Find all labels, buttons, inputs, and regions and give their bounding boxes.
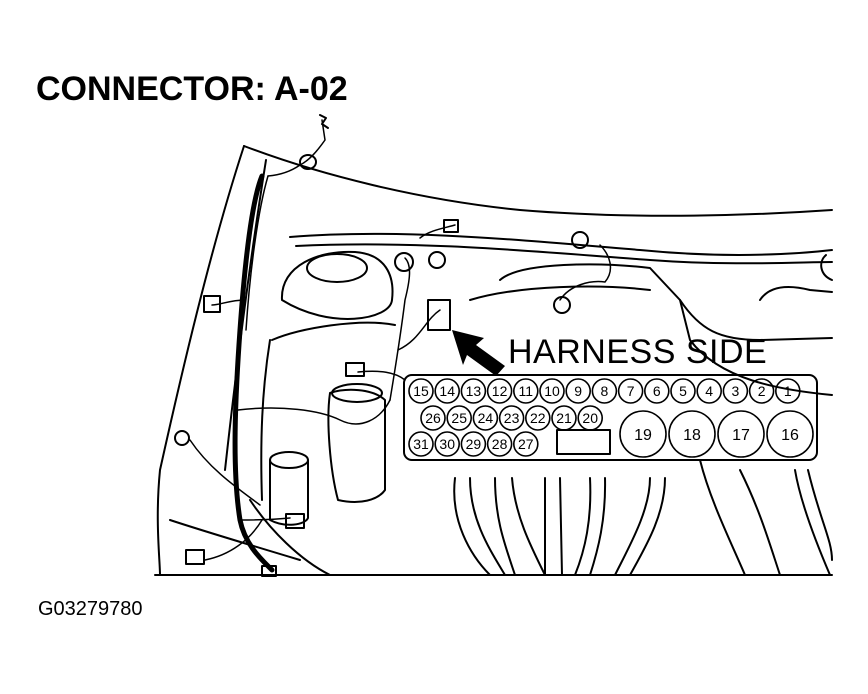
small-connectors	[174, 114, 589, 577]
connector-pin	[748, 378, 775, 404]
connector-pin-label: 8	[601, 383, 609, 399]
connector-pin	[486, 431, 513, 457]
connector-pin	[668, 410, 716, 458]
connector-center	[345, 362, 365, 377]
connector-pin	[434, 431, 461, 457]
connector-pin	[408, 431, 434, 457]
connector-pin-label: 26	[425, 410, 441, 426]
connector-pin	[460, 378, 487, 404]
ground-terminal-icon	[571, 231, 589, 249]
connector-pin-label: 15	[413, 383, 429, 399]
connector-pin-label: 16	[781, 427, 799, 444]
connector-pin	[512, 431, 539, 457]
connector-pin-label: 3	[732, 383, 740, 399]
connector-pin	[498, 405, 525, 431]
connector-pin-label: 13	[466, 383, 482, 399]
connector-pin	[524, 405, 551, 431]
connector-pin	[434, 378, 461, 404]
ground-terminal-icon	[553, 296, 571, 314]
connector-pin	[512, 378, 539, 404]
connector-pin-label: 6	[653, 383, 661, 399]
connector-pin	[619, 410, 667, 458]
connector-pin	[472, 405, 499, 431]
connector-pin	[774, 378, 801, 404]
connector-top	[443, 219, 459, 233]
connector-pin-label: 12	[492, 383, 508, 399]
connector-pin-label: 27	[518, 436, 534, 452]
connector-center-lower	[285, 513, 305, 529]
connector-pin	[539, 378, 565, 404]
connector-title: CONNECTOR: A-02	[36, 70, 348, 108]
connector-pin-label: 7	[627, 383, 635, 399]
connector-a02	[427, 299, 451, 331]
engine-bay-outline	[154, 145, 833, 576]
connector-left-lower	[185, 549, 205, 565]
connector-pin	[577, 405, 604, 431]
connector-pin-label: 11	[519, 383, 534, 399]
connector-pin-label: 10	[544, 383, 560, 399]
connector-pin-label: 24	[478, 410, 494, 426]
connector-pin-label: 19	[634, 427, 652, 444]
connector-pin-label: 4	[705, 383, 713, 399]
grommet-icon	[394, 252, 414, 272]
pointer-arrow-icon	[452, 330, 505, 376]
connector-pin-label: 2	[758, 383, 766, 399]
connector-pin-label: 23	[504, 410, 520, 426]
connector-pin	[722, 378, 749, 404]
harness-side-label: HARNESS SIDE	[508, 333, 768, 371]
connector-pin	[717, 410, 765, 458]
connector-pin-label: 18	[683, 427, 701, 444]
connector-pin	[766, 410, 814, 458]
connector-pin-label: 9	[574, 383, 582, 399]
connector-left-upper	[203, 295, 221, 313]
connector-pin-label: 5	[679, 383, 687, 399]
connector-pin-label: 1	[784, 383, 792, 399]
grommet-icon	[299, 154, 317, 170]
connector-pin-label: 31	[413, 436, 429, 452]
connector-pin	[617, 378, 644, 404]
connector-pin-label: 20	[582, 410, 598, 426]
connector-pin-label: 30	[439, 436, 455, 452]
wire-end-icon	[319, 114, 329, 129]
connector-pin-label: 14	[439, 383, 455, 399]
connector-pin	[486, 378, 513, 404]
connector-pin-label: 25	[451, 410, 467, 426]
connector-pin	[408, 378, 434, 404]
connector-pin	[420, 405, 446, 431]
connector-pin	[551, 405, 577, 431]
connector-bottom	[261, 565, 277, 577]
ground-terminal-icon	[174, 430, 190, 446]
connector-pin-label: 28	[492, 436, 508, 452]
connector-pin	[696, 378, 723, 404]
connector-pin	[670, 378, 696, 404]
connector-pin	[643, 378, 670, 404]
connector-pin	[565, 378, 592, 404]
connector-pin	[591, 378, 618, 404]
connector-pin-label: 22	[530, 410, 546, 426]
connector-pin-label: 17	[732, 427, 750, 444]
connector-pin	[460, 431, 487, 457]
figure-id: G03279780	[38, 598, 143, 620]
connector-pin	[446, 405, 473, 431]
ground-terminal-icon	[428, 251, 446, 269]
connector-pin-label: 29	[466, 436, 482, 452]
connector-pin-label: 21	[556, 410, 572, 426]
